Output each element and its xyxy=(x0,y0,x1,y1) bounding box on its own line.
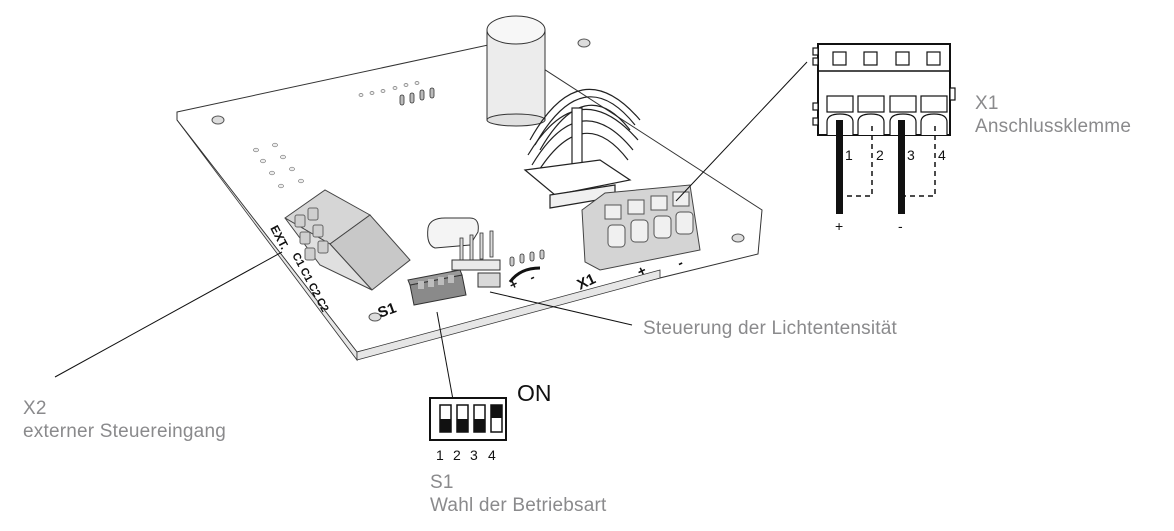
pcb-label-x1: X1 xyxy=(575,270,599,293)
callout-light-control: Steuerung der Lichtentensität xyxy=(643,317,897,340)
bridge-3-4 xyxy=(905,126,936,197)
dip-on-label: ON xyxy=(517,380,552,406)
callout-x2-id: X2 xyxy=(23,398,47,419)
pin-header xyxy=(427,217,501,271)
dip-position-4 xyxy=(490,404,503,433)
callout-x1: X1 Anschlussklemme xyxy=(975,92,1131,138)
x1-terminal-block xyxy=(581,184,701,271)
callout-x1-desc: Anschlussklemme xyxy=(975,116,1132,137)
callout-light-desc: Steuerung der Lichtentensität xyxy=(643,318,898,339)
dip-position-3 xyxy=(473,404,486,433)
dip-switch-on-board xyxy=(407,269,467,306)
dip-position-1 xyxy=(439,404,452,433)
callout-s1-desc: Wahl der Betriebsart xyxy=(430,495,607,516)
capacitor xyxy=(486,15,546,127)
callout-x1-id: X1 xyxy=(975,93,999,114)
callout-x2: X2 externer Steuereingang xyxy=(23,397,226,443)
x2-terminal-block xyxy=(284,189,411,291)
dip-num-3: 3 xyxy=(470,447,478,463)
pcb-label-pot-minus: - xyxy=(527,269,537,284)
x1-terminal-detail xyxy=(812,43,956,214)
wire-plus xyxy=(836,120,843,214)
x1-pin-3: 3 xyxy=(907,147,915,163)
dip-position-2 xyxy=(456,404,469,433)
leader-x2 xyxy=(54,251,283,378)
leader-x1 xyxy=(675,61,808,202)
callout-x2-desc: externer Steuereingang xyxy=(23,421,226,442)
toroid-choke xyxy=(523,88,641,209)
x1-pin-1: 1 xyxy=(845,147,853,163)
pcb-label-x1-minus: - xyxy=(675,254,686,271)
pcb-label-s1: S1 xyxy=(376,300,399,322)
x1-minus-label: - xyxy=(898,218,903,234)
potentiometer xyxy=(477,266,541,288)
callout-s1-id: S1 xyxy=(430,472,454,493)
x1-pin-4: 4 xyxy=(938,147,946,163)
dip-num-4: 4 xyxy=(488,447,496,463)
dip-switch-detail xyxy=(429,397,507,441)
callout-s1: S1 Wahl der Betriebsart xyxy=(430,471,606,517)
x1-pin-2: 2 xyxy=(876,147,884,163)
dip-num-1: 1 xyxy=(436,447,444,463)
wire-minus xyxy=(898,120,905,214)
leader-light xyxy=(489,291,633,326)
dip-num-2: 2 xyxy=(453,447,461,463)
x1-plus-label: + xyxy=(835,218,843,234)
